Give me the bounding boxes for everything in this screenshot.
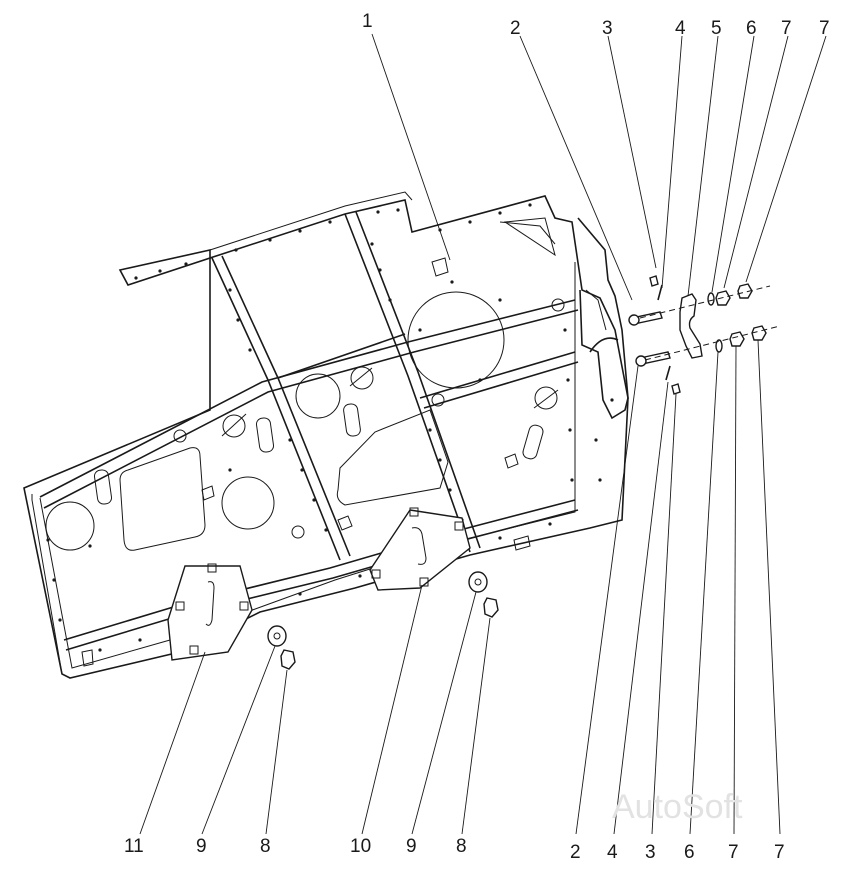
callout-label: 8: [456, 836, 467, 857]
nut-8-left: [280, 649, 296, 670]
pin-3-lower: [671, 383, 681, 395]
slot: [255, 417, 275, 453]
round-opening: [45, 501, 95, 551]
callout-label: 3: [645, 842, 656, 863]
rect-opening: [336, 409, 449, 506]
rect-opening: [119, 447, 206, 551]
nut-8-right: [483, 597, 499, 618]
top-flange: [118, 249, 211, 286]
callout-label: 4: [607, 842, 618, 863]
slot: [343, 403, 361, 437]
callouts-bottom: 11 9 8 10 9 8 2 4 3 6 7 7: [124, 836, 785, 863]
callout-label: 9: [406, 836, 417, 857]
rivets: [46, 203, 614, 652]
slot: [522, 424, 544, 460]
callout-label: 11: [124, 836, 144, 857]
callout-label: 6: [746, 18, 757, 39]
round-opening: [295, 373, 341, 419]
side-panel-assembly: [23, 191, 629, 679]
pin-3-upper: [649, 275, 659, 287]
cover-plate-11: [167, 563, 253, 661]
panel-outline: [23, 195, 629, 679]
washer-6-upper: [707, 292, 715, 306]
hinge-hardware: [628, 275, 781, 395]
leader-lines: [139, 33, 827, 835]
washer-9-left: [267, 625, 287, 647]
watermark: AutoSoft: [612, 788, 743, 826]
washer-9-right: [468, 571, 488, 593]
callout-label: 8: [260, 836, 271, 857]
callout-label: 2: [570, 842, 581, 863]
round-opening: [221, 476, 275, 530]
callout-label: 7: [728, 842, 739, 863]
callout-label: 1: [362, 11, 373, 32]
right-end-bracket: [577, 217, 629, 420]
callout-label: 4: [675, 18, 686, 39]
callout-label: 3: [602, 18, 613, 39]
slot: [93, 469, 113, 505]
nut-7b-upper: [737, 283, 753, 299]
callout-label: 7: [774, 842, 785, 863]
washer-6-lower: [715, 339, 723, 353]
callout-label: 7: [819, 18, 830, 39]
cotter-pin-4-upper: [657, 284, 663, 301]
nut-7a-lower: [729, 331, 745, 347]
callouts-top: 1 2 3 4 5 6 7 7: [362, 11, 830, 39]
callout-label: 9: [196, 836, 207, 857]
cover-plate-10: [369, 507, 471, 591]
callout-label: 2: [510, 18, 521, 39]
hinge-plate-5: [679, 293, 703, 359]
callout-label: 5: [711, 18, 722, 39]
callout-label: 10: [350, 836, 371, 857]
callout-label: 7: [781, 18, 792, 39]
cotter-pin-4-lower: [665, 365, 671, 381]
round-opening-large: [407, 291, 505, 389]
callout-label: 6: [684, 842, 695, 863]
